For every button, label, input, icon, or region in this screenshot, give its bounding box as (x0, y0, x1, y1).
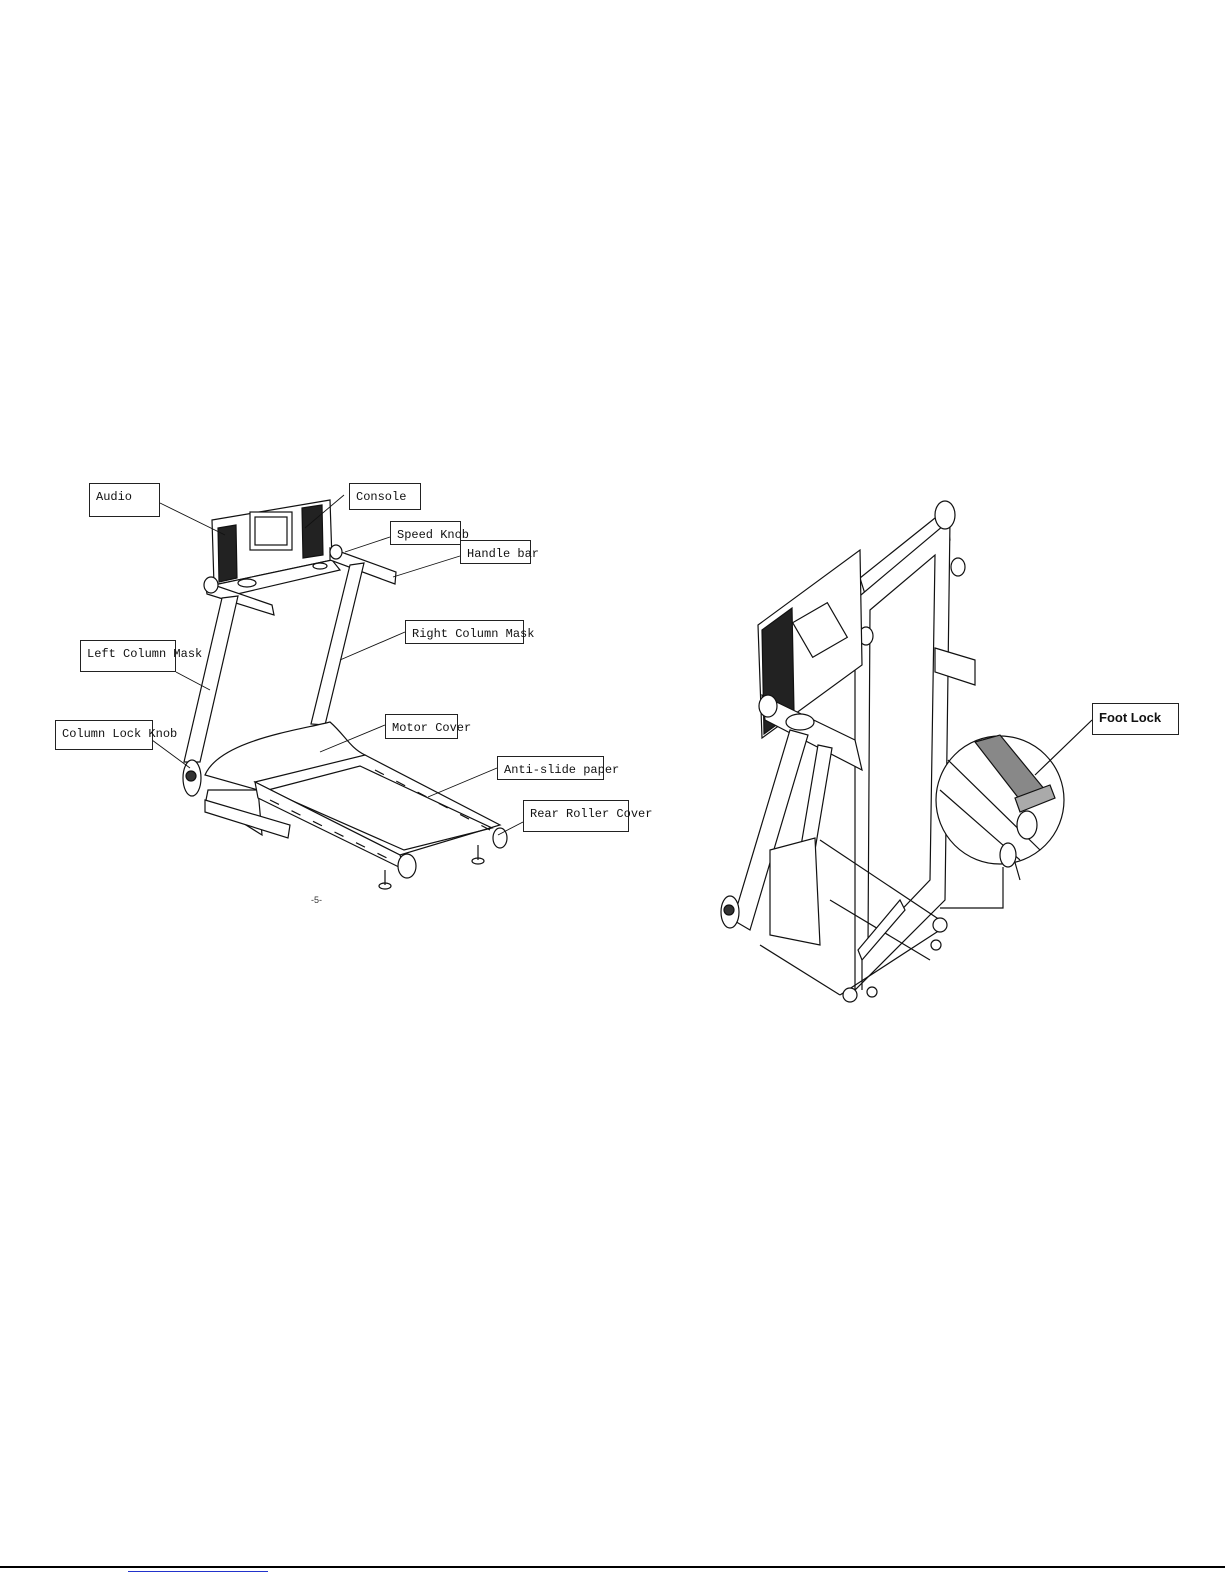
footer-link-underline (128, 1571, 268, 1572)
foot-lock-detail (936, 720, 1092, 908)
left-column-mask-label: Left Column Mask (80, 640, 176, 672)
treadmill-folded (721, 501, 975, 1002)
right-column-mask-label: Right Column Mask (405, 620, 524, 644)
treadmill-unfolded (183, 500, 507, 889)
anti-slide-paper-label: Anti-slide paper (497, 756, 604, 780)
rear-roller-cover-label: Rear Roller Cover (523, 800, 629, 832)
motor-cover-label: Motor Cover (385, 714, 458, 739)
speed-knob-label: Speed Knob (390, 521, 461, 545)
handle-bar-label: Handle bar (460, 540, 531, 564)
foot-lock-label: Foot Lock (1092, 703, 1179, 735)
audio-label: Audio (89, 483, 160, 517)
console-label: Console (349, 483, 421, 510)
footer-rule (0, 1566, 1225, 1568)
page-number: -5- (311, 895, 322, 905)
column-lock-knob-label: Column Lock Knob (55, 720, 153, 750)
